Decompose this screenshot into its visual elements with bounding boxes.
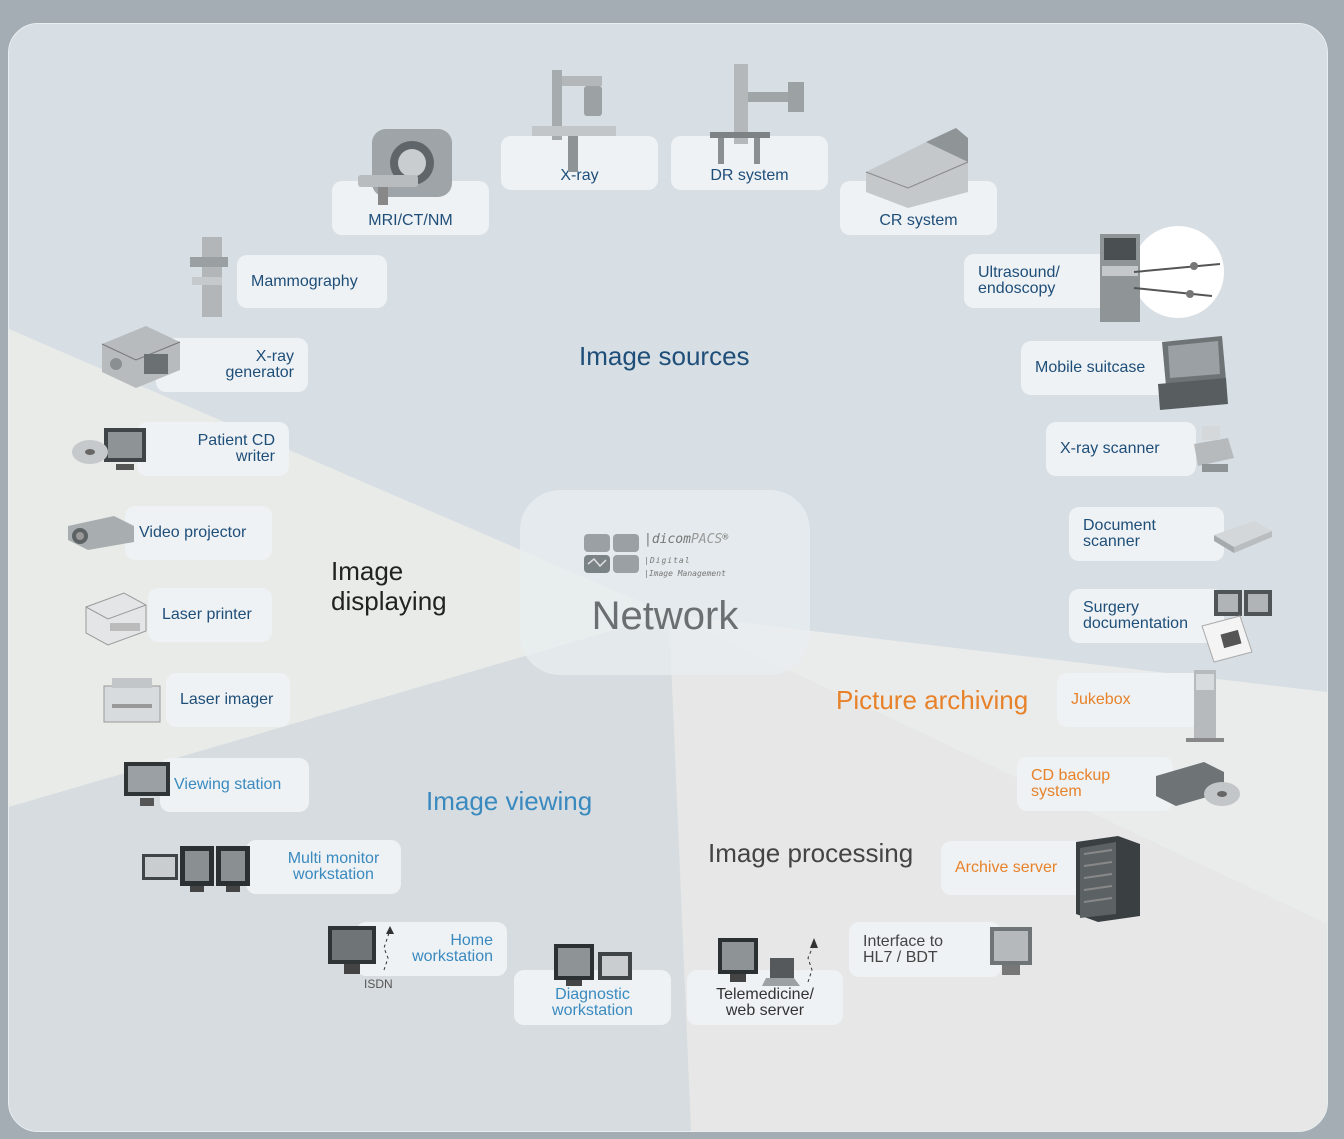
device-telemedicine[interactable]: Telemedicine/ web server	[687, 970, 843, 1025]
device-xray[interactable]: X-ray	[501, 136, 658, 190]
device-label: Ultrasound/ endoscopy	[978, 264, 1060, 297]
cr-reader-icon	[865, 128, 969, 208]
device-diagnostic-workstation[interactable]: Diagnostic workstation	[514, 970, 671, 1025]
suitcase-icon	[1158, 336, 1228, 410]
xray-machine-icon	[532, 70, 616, 172]
device-label: CR system	[879, 212, 958, 229]
jukebox-icon	[1186, 670, 1224, 742]
device-ultrasound[interactable]: Ultrasound/ endoscopy	[964, 254, 1124, 308]
brand-line1: |Digital	[644, 556, 691, 565]
region-image-sources: Image sources	[579, 341, 750, 371]
device-surgery-documentation[interactable]: Surgery documentation	[1069, 589, 1224, 643]
brand-mark: ®	[722, 532, 729, 543]
device-label: Laser imager	[180, 691, 274, 708]
device-hl7-interface[interactable]: Interface to HL7 / BDT	[849, 922, 1001, 977]
xray-generator-icon	[101, 326, 181, 388]
device-label: Mobile suitcase	[1035, 359, 1146, 376]
ultrasound-endoscopy-icon	[1100, 226, 1224, 322]
device-laser-imager[interactable]: Laser imager	[166, 673, 290, 727]
device-label: Jukebox	[1071, 691, 1131, 708]
archive-server-icon	[1076, 836, 1140, 922]
device-xray-scanner[interactable]: X-ray scanner	[1046, 422, 1196, 476]
network-hub: |dicomPACS® |Digital |Image Management N…	[520, 490, 810, 675]
region-image-processing: Image processing	[708, 838, 914, 868]
network-label: Network	[591, 594, 739, 638]
device-label: Diagnostic workstation	[552, 986, 633, 1019]
device-mammography[interactable]: Mammography	[237, 255, 387, 308]
region-picture-archiving: Picture archiving	[836, 685, 1029, 715]
isdn-label: ISDN	[364, 977, 393, 991]
device-label: Patient CD writer	[197, 432, 275, 465]
device-label: Viewing station	[174, 776, 282, 793]
device-label: Home workstation	[412, 932, 493, 965]
device-archive-server[interactable]: Archive server	[941, 841, 1091, 895]
device-label: Interface to HL7 / BDT	[863, 932, 944, 966]
device-patient-cd-writer[interactable]: Patient CD writer	[137, 422, 289, 476]
device-label: X-ray scanner	[1060, 440, 1160, 457]
device-label: Multi monitor workstation	[287, 850, 380, 883]
mri-scanner-icon	[358, 129, 452, 205]
home-workstation-icon	[328, 926, 394, 974]
multi-monitor-icon	[142, 846, 250, 892]
surgery-documentation-icon	[1201, 590, 1272, 663]
laser-imager-icon	[103, 678, 161, 723]
document-scanner-icon	[1214, 521, 1272, 553]
brand-prefix: |dicom	[644, 532, 691, 547]
device-label: Mammography	[251, 272, 358, 290]
device-multi-monitor[interactable]: Multi monitor workstation	[246, 840, 401, 894]
region-image-viewing: Image viewing	[426, 786, 593, 816]
device-home-workstation[interactable]: Home workstation	[356, 922, 507, 976]
device-label: Telemedicine/ web server	[716, 986, 814, 1019]
device-cd-backup[interactable]: CD backup system	[1017, 757, 1173, 811]
laser-printer-icon	[85, 592, 147, 646]
device-document-scanner[interactable]: Document scanner	[1069, 507, 1224, 561]
video-projector-icon	[68, 516, 134, 550]
device-label: CD backup system	[1031, 767, 1111, 800]
cd-backup-icon	[1156, 762, 1240, 806]
cd-writer-icon	[72, 428, 146, 470]
device-laser-printer[interactable]: Laser printer	[148, 588, 272, 642]
diagnostic-workstation-icon	[554, 944, 632, 986]
device-label: Video projector	[139, 524, 247, 541]
xray-scanner-icon	[1194, 426, 1234, 472]
device-label: MRI/CT/NM	[368, 212, 453, 229]
device-viewing-station[interactable]: Viewing station	[160, 758, 309, 812]
dr-system-icon	[710, 64, 804, 164]
device-video-projector[interactable]: Video projector	[125, 506, 272, 560]
device-dr-system[interactable]: DR system	[671, 136, 828, 190]
mammography-icon	[190, 237, 228, 317]
device-jukebox[interactable]: Jukebox	[1057, 673, 1207, 727]
telemedicine-icon	[718, 938, 818, 986]
device-label: X-ray generator	[225, 348, 295, 381]
device-label: Laser printer	[162, 606, 252, 623]
device-label: Surgery documentation	[1083, 599, 1188, 632]
region-image-displaying: Image displaying	[331, 556, 447, 616]
device-label: Document scanner	[1083, 517, 1156, 550]
hl7-monitor-icon	[990, 927, 1032, 975]
device-label: DR system	[710, 167, 789, 184]
viewing-station-icon	[124, 762, 170, 806]
brand-line2: |Image Management	[644, 569, 726, 578]
device-xray-generator[interactable]: X-ray generator	[156, 338, 308, 392]
brand-main: PACS	[690, 532, 723, 547]
dicompacs-logo-icon	[584, 534, 639, 573]
device-label: Archive server	[955, 859, 1058, 876]
